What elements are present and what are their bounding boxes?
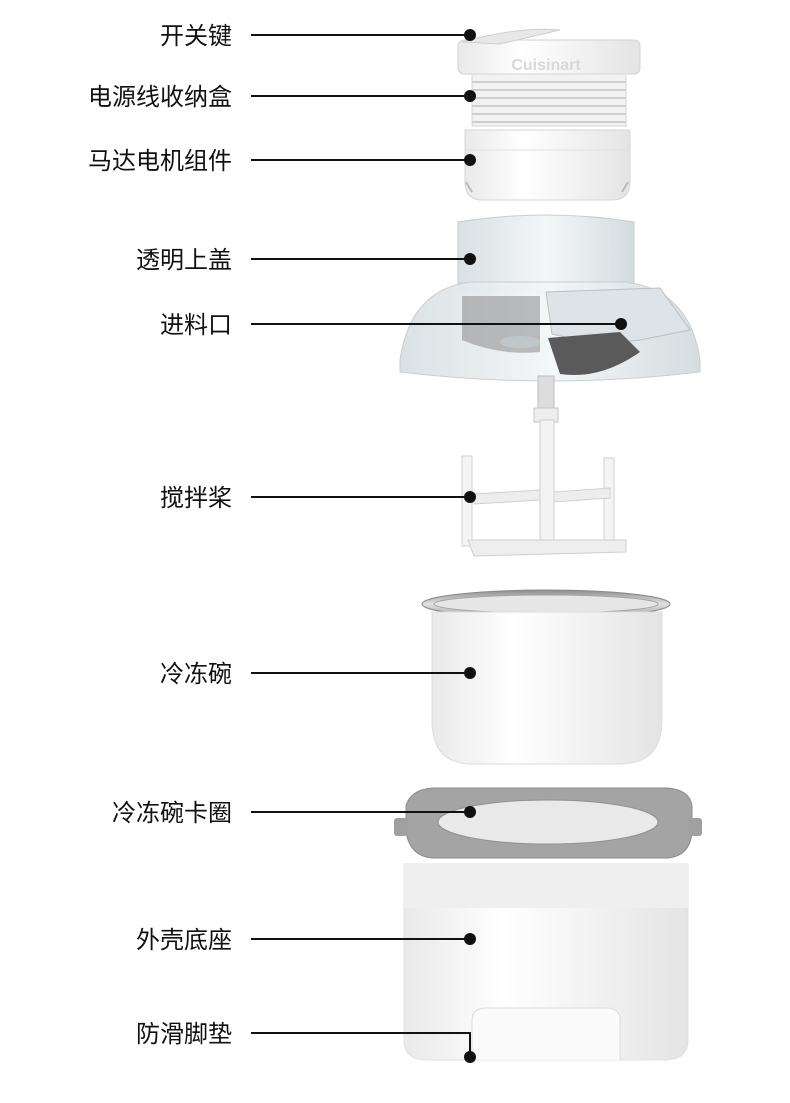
leader-line-feet [251,1032,470,1034]
leader-line-cord-storage [251,95,470,97]
callout-label-base: 外壳底座 [136,926,232,954]
callout-dot-paddle [464,491,476,503]
callout-dot-feed-chute [615,318,627,330]
freezer-bowl [421,589,671,765]
callout-dot-base [464,933,476,945]
callout-label-feet: 防滑脚垫 [136,1020,232,1048]
leader-line-feet-drop [469,1032,471,1056]
callout-label-freezer-bowl: 冷冻碗 [160,660,232,688]
leader-line-feed-chute [251,323,621,325]
leader-line-paddle [251,496,470,498]
motor-unit [464,129,631,201]
leader-line-lid [251,258,470,260]
base-housing [403,863,689,1061]
leader-line-switch [251,34,470,36]
leader-line-motor [251,159,470,161]
callout-label-paddle: 搅拌桨 [160,484,232,512]
callout-dot-feet [464,1051,476,1063]
callout-label-motor: 马达电机组件 [88,147,232,175]
callout-label-feed-chute: 进料口 [160,311,232,339]
callout-label-cord-storage: 电源线收纳盒 [88,83,232,111]
bowl-ring [394,787,702,859]
cord-storage [471,73,627,127]
callout-dot-motor [464,154,476,166]
leader-line-freezer-bowl [251,672,470,674]
callout-dot-freezer-bowl [464,667,476,679]
callout-dot-cord-storage [464,90,476,102]
callout-dot-bowl-ring [464,806,476,818]
callout-label-switch: 开关键 [160,22,232,50]
paddle [461,375,627,557]
callout-dot-lid [464,253,476,265]
leader-line-base [251,938,470,940]
clear-lid [399,214,701,382]
switch-cap: Cuisinart [457,28,641,75]
leader-line-bowl-ring [251,811,470,813]
callout-dot-switch [464,29,476,41]
brand-logo: Cuisinart [511,57,581,74]
callout-label-bowl-ring: 冷冻碗卡圈 [112,799,232,827]
callout-label-lid: 透明上盖 [136,246,232,274]
